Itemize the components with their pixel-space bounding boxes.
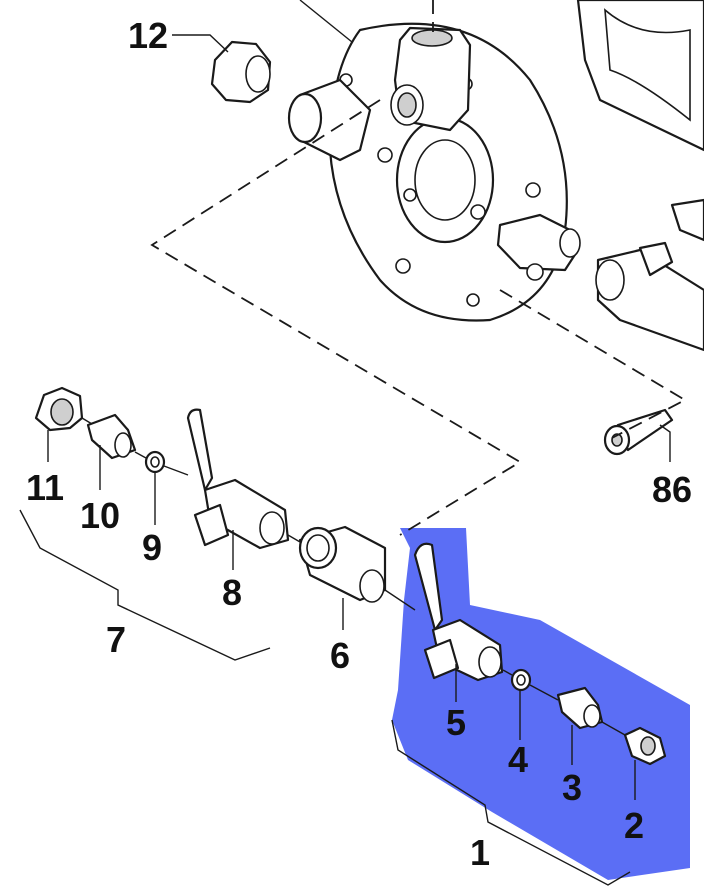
- highlight-region: [392, 528, 690, 880]
- side-connection-parts: [496, 198, 704, 352]
- callout-5: 5: [446, 702, 466, 743]
- callout-1: 1: [470, 832, 490, 873]
- pump-housing-flange: [328, 0, 704, 322]
- leader-86: [659, 424, 671, 462]
- callout-10: 10: [80, 495, 120, 536]
- bracket-group-1: [391, 719, 631, 886]
- elbow-adapter-part-6: [298, 525, 387, 603]
- assembly-axis-left: [81, 417, 416, 611]
- assembly-line-b: [499, 289, 687, 439]
- valve-part-5: [413, 542, 504, 682]
- valve-part-8: [186, 408, 290, 550]
- assembly-axis-right: [502, 669, 626, 736]
- callout-11: 11: [26, 467, 64, 508]
- callout-7: 7: [106, 619, 126, 660]
- callout-9: 9: [142, 527, 162, 568]
- nozzle-part-10: [86, 413, 137, 460]
- callout-12: 12: [128, 15, 168, 56]
- bolt-part-86: [603, 408, 674, 456]
- wing-nut-part-11: [34, 386, 84, 432]
- callout-6: 6: [330, 635, 350, 676]
- assembly-line-a: [150, 99, 522, 536]
- callout-8: 8: [222, 572, 242, 613]
- nut-part-2: [623, 726, 667, 766]
- bracket-group-7: [19, 509, 271, 661]
- callout-3: 3: [562, 767, 582, 808]
- leader-12: [172, 34, 229, 53]
- leader-top: [299, 0, 353, 43]
- nozzle-part-3: [556, 686, 604, 730]
- callout-86: 86: [652, 469, 692, 510]
- callout-4: 4: [508, 739, 528, 780]
- plug-part-12: [210, 40, 272, 104]
- callout-2: 2: [624, 805, 644, 846]
